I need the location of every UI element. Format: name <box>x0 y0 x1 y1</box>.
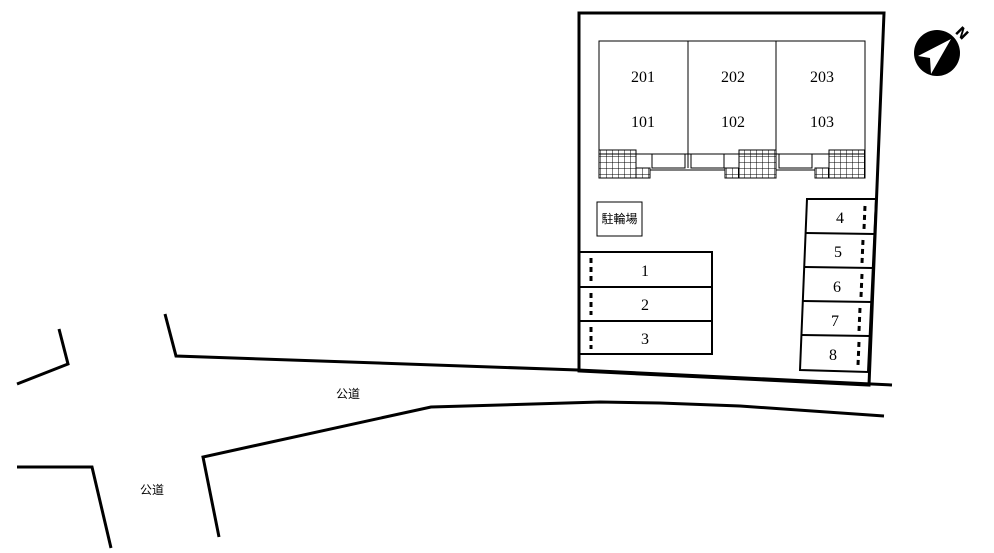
road-label: 公道 <box>140 483 164 497</box>
unit-label: 101 <box>631 114 655 131</box>
unit-label: 203 <box>810 69 834 86</box>
parking-space-label: 2 <box>641 297 649 314</box>
parking-space-label: 1 <box>641 263 649 280</box>
road-label: 公道 <box>336 387 360 401</box>
parking-space-label: 4 <box>836 210 844 227</box>
unit-label: 102 <box>721 114 745 131</box>
unit-label: 202 <box>721 69 745 86</box>
bicycle-parking-label: 駐輪場 <box>601 211 637 226</box>
balcony-grids <box>598 149 866 179</box>
entrance-boxes <box>650 153 815 171</box>
bicycle-parking-box <box>596 201 643 237</box>
parking-space-label: 5 <box>834 244 842 261</box>
north-compass-icon: N <box>914 24 971 76</box>
parking-space-label: 7 <box>831 313 839 330</box>
parking-left <box>578 251 713 355</box>
unit-label: 201 <box>631 69 655 86</box>
parking-space-label: 6 <box>833 279 841 296</box>
unit-label: 103 <box>810 114 834 131</box>
parking-space-label: 8 <box>829 347 837 364</box>
apartment-building <box>598 40 866 168</box>
road-lines <box>16 313 893 549</box>
parking-right <box>798 198 878 374</box>
parking-space-label: 3 <box>641 331 649 348</box>
